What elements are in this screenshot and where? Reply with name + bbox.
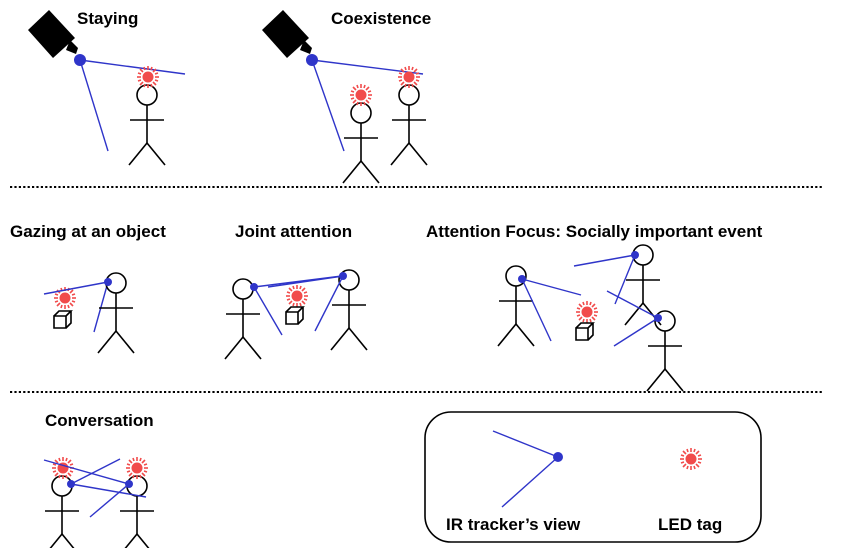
ir-tracker-dot [67,480,75,488]
ir-view-ray [606,290,659,319]
ir-view-ray [79,59,186,75]
led-tag-icon [679,447,703,471]
joint-attention-scene [224,269,368,360]
box-object-icon [285,306,304,325]
label-gazing-at-an-object: Gazing at an object [10,222,166,241]
ir-view-ray [311,59,424,75]
label-joint-attention: Joint attention [235,222,353,241]
label-staying: Staying [77,9,139,28]
stick-figure-icon [43,475,81,548]
ir-tracker-dot [518,275,526,283]
ir-view-ray [521,278,552,342]
ir-tracker-dot [339,272,347,280]
stick-figure-icon [342,102,380,184]
led-tag-icon [575,300,599,324]
ir-view-ray [43,459,130,485]
led-tag-icon [349,83,373,107]
ir-view-ray [93,281,109,333]
legend-label-led-tag: LED tag [658,515,723,534]
ir-tracker-view-icon [492,430,563,508]
ir-view-ray [314,275,344,332]
stick-figure-icon [128,84,166,166]
coexistence-scene [262,10,428,184]
stick-figure-icon [497,265,535,347]
stick-figure-icon [390,84,428,166]
ir-view-ray [267,275,344,288]
staying-scene [28,10,186,166]
stick-figure-icon [330,269,368,351]
label-coexistence: Coexistence [331,9,432,28]
led-tag-icon [136,65,160,89]
attention-focus-scene [497,244,684,392]
camera-icon [28,10,78,58]
ir-view-ray [311,59,345,152]
gazing-scene [43,272,135,354]
conversation-scene [43,456,156,548]
box-object-icon [53,310,72,329]
stick-figure-icon [118,475,156,548]
label-attention-focus: Attention Focus: Socially important even… [426,222,763,241]
stick-figure-icon [97,272,135,354]
box-object-icon [575,322,594,341]
ir-view-ray [79,59,109,152]
ir-view-ray [573,254,636,267]
led-tag-icon [285,284,309,308]
ir-tracker-dot [74,54,86,66]
camera-icon [262,10,312,58]
ir-tracker-dot [104,278,112,286]
legend-box [424,411,762,543]
ir-tracker-dot [250,283,258,291]
ir-view-ray [253,286,283,336]
led-tag-icon [397,65,421,89]
ir-view-ray [614,254,636,305]
stick-figure-icon [646,310,684,392]
ir-view-ray [70,458,121,485]
stick-figure-icon [624,244,662,326]
ir-tracker-dot [631,251,639,259]
ir-view-ray [43,281,109,295]
legend-label-ir-tracker-view: IR tracker’s view [446,515,581,534]
label-conversation: Conversation [45,411,154,430]
ir-view-ray [521,278,582,296]
ir-view-ray [70,483,147,498]
led-tag-icon [125,456,149,480]
ir-tracker-dot [654,314,662,322]
ir-tracker-dot [306,54,318,66]
ir-view-ray [89,483,130,518]
ir-tracker-dot [125,480,133,488]
ir-view-ray [613,317,659,347]
